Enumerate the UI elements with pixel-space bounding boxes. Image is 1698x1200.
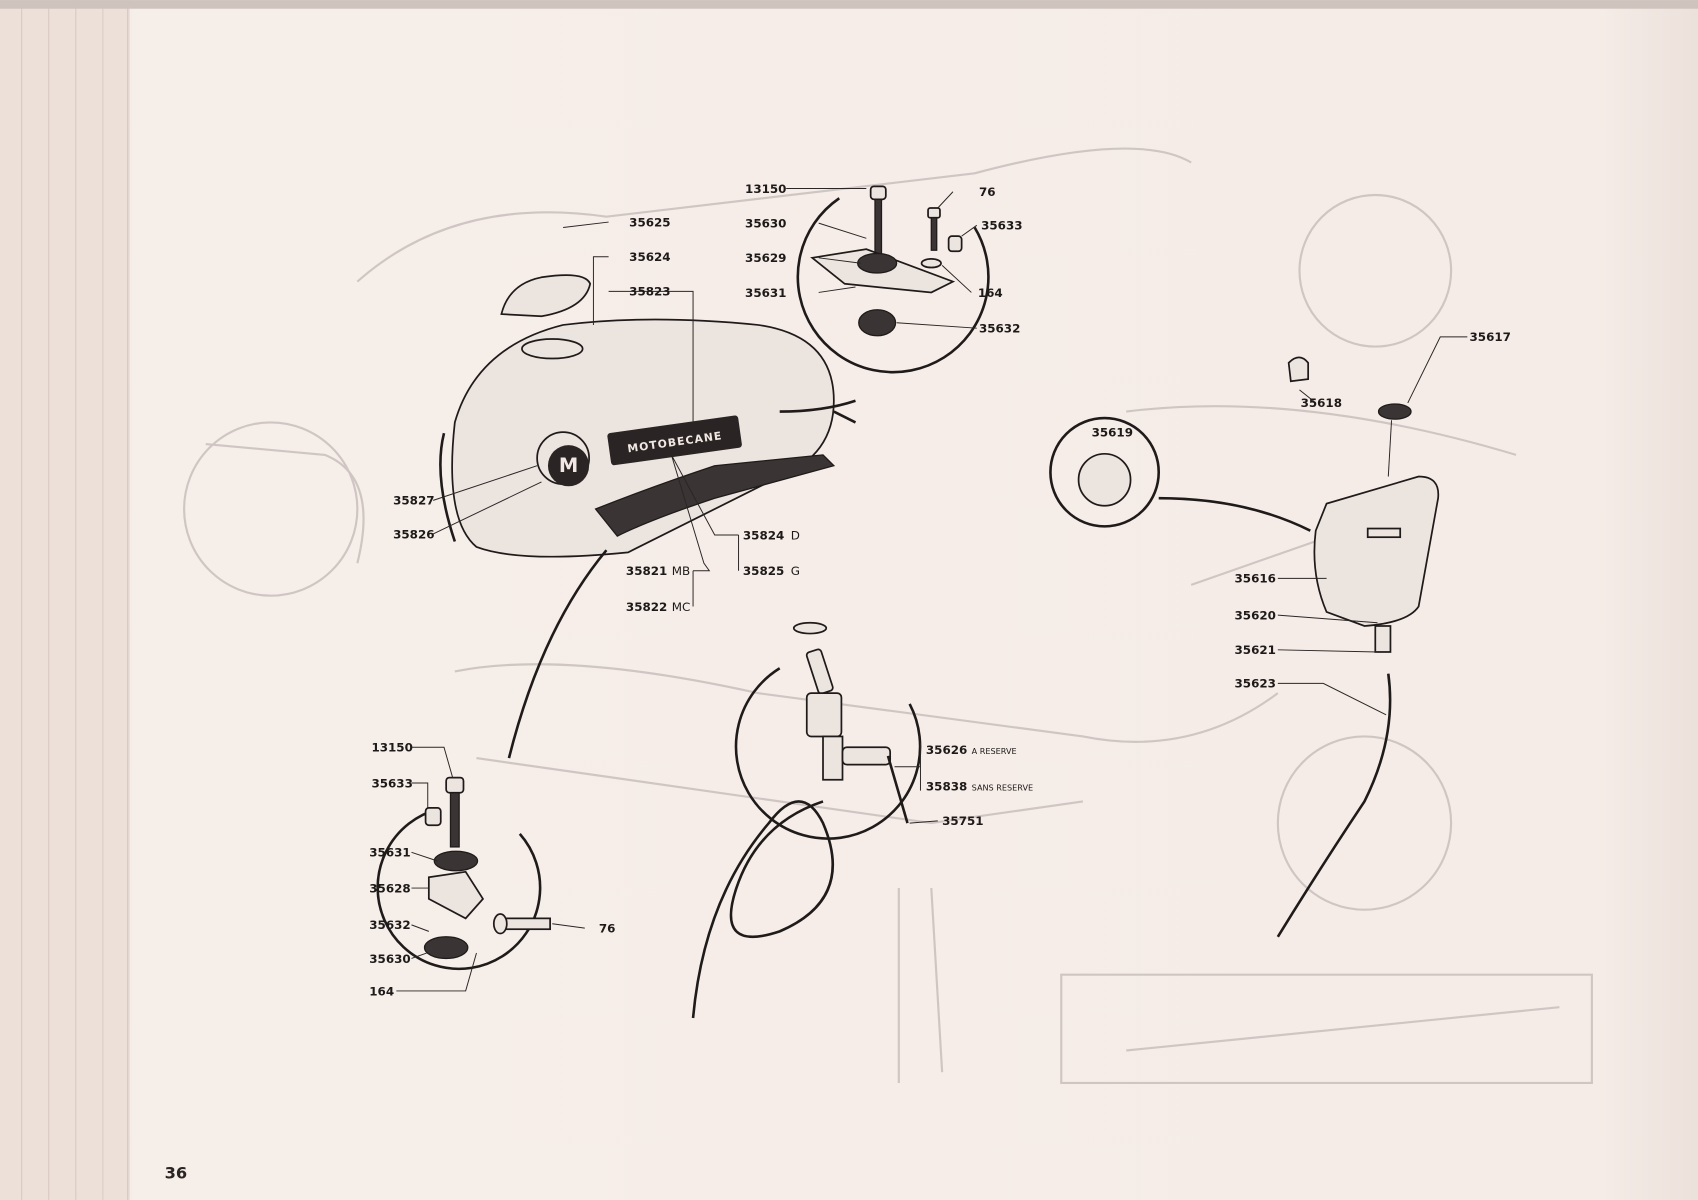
callout-35624: 35624 [629, 250, 670, 264]
callout-35625: 35625 [629, 215, 670, 229]
arrow-to-tank [507, 549, 608, 759]
oil-tank [1049, 356, 1440, 938]
callout-35623: 35623 [1235, 677, 1276, 691]
callout-35630-bottom: 35630 [369, 952, 410, 966]
callout-35628: 35628 [369, 881, 410, 895]
callout-164-bottom: 164 [369, 984, 394, 998]
top-mount-detail [796, 185, 990, 424]
background-motorcycle-ghost [183, 147, 1593, 1085]
callout-35616: 35616 [1235, 572, 1276, 586]
fuel-hose [691, 800, 835, 1019]
callout-35633-bottom: 35633 [371, 776, 412, 790]
callout-76-top: 76 [979, 185, 996, 199]
fuel-tank: M MOTOBECANE [439, 274, 856, 759]
callout-35620: 35620 [1235, 608, 1276, 622]
brand-badge: MOTOBECANE [607, 415, 742, 466]
callout-13150-top: 13150 [745, 182, 786, 196]
callout-164-top: 164 [978, 286, 1003, 300]
callout-35826: 35826 [393, 527, 434, 541]
callout-76-bottom: 76 [599, 921, 616, 935]
logo-letter: M [559, 454, 578, 477]
callout-35621: 35621 [1235, 643, 1276, 657]
callout-35630-top: 35630 [745, 216, 786, 230]
leader-lines [396, 188, 1468, 992]
fuel-tap-detail [691, 621, 922, 1019]
callout-35629: 35629 [745, 251, 786, 265]
callout-35619: 35619 [1092, 425, 1133, 439]
callout-35631-bottom: 35631 [369, 846, 410, 860]
callout-13150-bottom: 13150 [371, 741, 412, 755]
callout-35633-top: 35633 [981, 219, 1022, 233]
callout-35631-top: 35631 [745, 286, 786, 300]
page-number: 36 [165, 1163, 188, 1182]
callout-35618: 35618 [1301, 396, 1342, 410]
callout-35827: 35827 [393, 494, 434, 508]
bottom-mount-detail [376, 776, 551, 971]
callout-35632-top: 35632 [979, 322, 1020, 336]
oil-hose [1276, 673, 1392, 938]
callout-35751: 35751 [942, 814, 983, 828]
callout-35823: 35823 [629, 285, 670, 299]
callout-35632-bottom: 35632 [369, 918, 410, 932]
fuel-cap-icon [500, 274, 592, 318]
callout-35617: 35617 [1470, 330, 1511, 344]
